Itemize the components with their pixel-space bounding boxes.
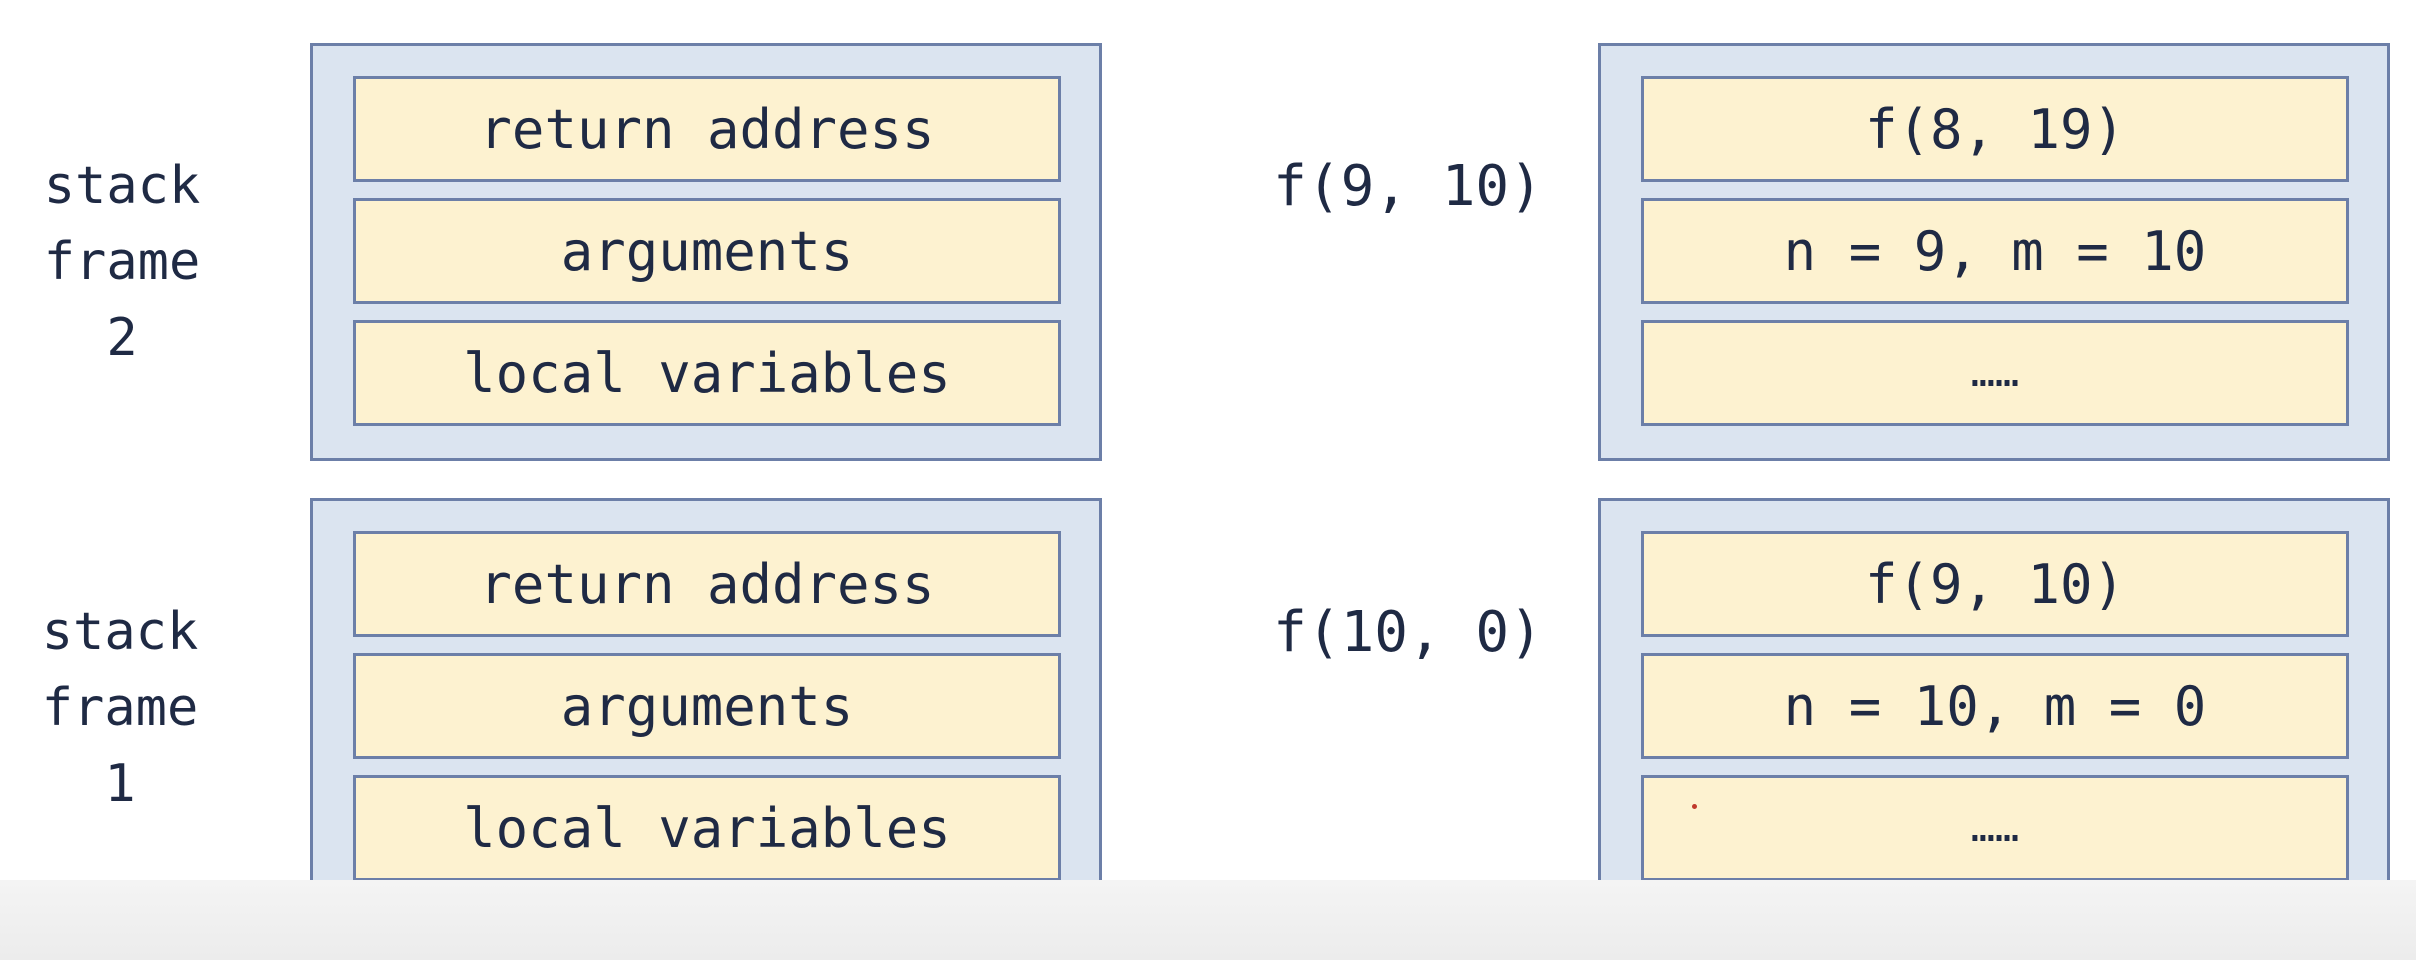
stack-frame-1-label-line-2: frame: [41, 678, 199, 738]
ellipsis-text: ……: [1970, 805, 2020, 851]
stack-frame-1-template: return address arguments local variables: [310, 498, 1102, 916]
stack-frame-1-label: stack frame 1: [20, 594, 220, 822]
return-address-value-cell: f(9, 10): [1641, 531, 2349, 637]
local-variables-cell: local variables: [353, 775, 1061, 881]
call-label-f-9-10: f(9, 10): [1273, 154, 1543, 219]
return-address-cell: return address: [353, 531, 1061, 637]
local-variables-cell: local variables: [353, 320, 1061, 426]
local-variables-value-cell: ……: [1641, 775, 2349, 881]
return-address-value-cell: f(8, 19): [1641, 76, 2349, 182]
arguments-cell: arguments: [353, 198, 1061, 304]
stack-frame-2-label-line-1: stack: [43, 156, 201, 216]
stack-frame-2-template: return address arguments local variables: [310, 43, 1102, 461]
call-label-f-10-0: f(10, 0): [1273, 600, 1543, 665]
stack-frame-1-label-line-1: stack: [41, 602, 199, 662]
arguments-value-cell: n = 10, m = 0: [1641, 653, 2349, 759]
ellipsis-text: ……: [1970, 350, 2020, 396]
pointer-dot: [1692, 804, 1697, 809]
stack-frame-2-example: f(8, 19) n = 9, m = 10 ……: [1598, 43, 2390, 461]
bottom-bar: [0, 880, 2416, 960]
stack-frame-2-label-line-3: 2: [106, 308, 138, 368]
stack-frame-2-label: stack frame 2: [22, 148, 222, 376]
arguments-cell: arguments: [353, 653, 1061, 759]
arguments-value-cell: n = 9, m = 10: [1641, 198, 2349, 304]
return-address-cell: return address: [353, 76, 1061, 182]
stack-frame-1-example: f(9, 10) n = 10, m = 0 ……: [1598, 498, 2390, 916]
local-variables-value-cell: ……: [1641, 320, 2349, 426]
stack-frame-1-label-line-3: 1: [104, 754, 136, 814]
stack-frame-2-label-line-2: frame: [43, 232, 201, 292]
